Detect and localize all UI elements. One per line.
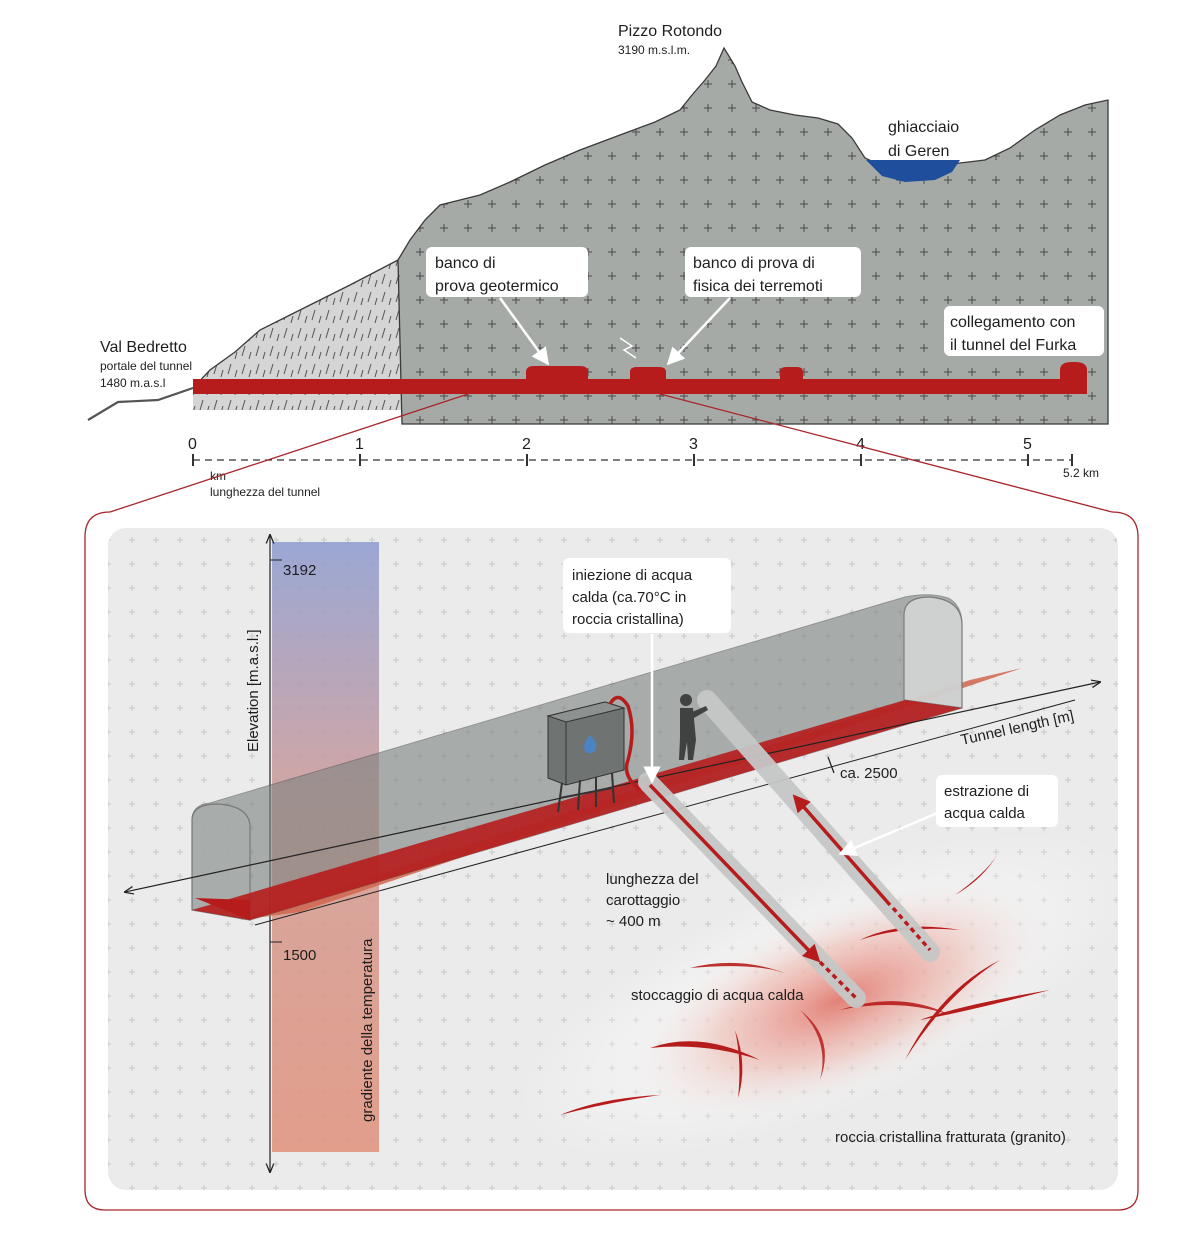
portal-label: portale del tunnel xyxy=(100,359,192,373)
glacier-label-1: ghiacciaio xyxy=(888,119,959,136)
mountain-profile xyxy=(87,46,1109,425)
detail-panel: iniezione di acqua calda (ca.70°C in roc… xyxy=(84,511,1139,1211)
tunnel-bar xyxy=(193,379,1087,394)
furka-label-2: il tunnel del Furka xyxy=(950,337,1076,354)
tick-1: 1 xyxy=(355,436,364,453)
storage-label: stoccaggio di acqua calda xyxy=(631,987,804,1004)
earthquake-label-2: fisica dei terremoti xyxy=(693,278,823,295)
geothermal-testbed-marker xyxy=(526,366,588,380)
drill-length-label-3: ~ 400 m xyxy=(606,913,661,930)
extraction-label-1: estrazione di xyxy=(944,783,1029,800)
profile-callouts xyxy=(426,247,1104,366)
tunnel-length-axis: 0 1 2 3 4 5 5.2 km km lunghezza del tunn… xyxy=(188,436,1099,499)
tunnel-mark-label: ca. 2500 xyxy=(840,765,898,782)
water-drop-icon xyxy=(584,735,597,754)
zoom-connector xyxy=(109,393,1113,513)
axis-label: lunghezza del tunnel xyxy=(210,485,320,499)
axis-end-label: 5.2 km xyxy=(1063,466,1099,480)
injection-label-1: iniezione di acqua xyxy=(572,567,693,584)
geothermal-label-2: prova geotermico xyxy=(435,278,559,295)
extraction-label-2: acqua calda xyxy=(944,805,1026,822)
tick-5: 5 xyxy=(1023,436,1032,453)
heat-storage-zone xyxy=(623,876,1057,1124)
tick-2: 2 xyxy=(522,436,531,453)
drill-length-label-1: lunghezza del xyxy=(606,871,699,888)
valley-name: Val Bedretto xyxy=(100,339,187,356)
glacier-label-2: di Geren xyxy=(888,143,949,160)
elevation-top: 3192 xyxy=(283,562,316,579)
tunnel-portal-back xyxy=(903,596,963,709)
profile-labels: Pizzo Rotondo 3190 m.s.l.m. ghiacciaio d… xyxy=(100,23,1076,390)
drill-length-label-2: carottaggio xyxy=(606,892,680,909)
elevation-bottom: 1500 xyxy=(283,947,316,964)
temperature-gradient-label: gradiente della temperatura xyxy=(359,938,376,1122)
injection-label-2: calda (ca.70°C in xyxy=(572,589,686,606)
worker-figure xyxy=(679,694,708,760)
peak-name: Pizzo Rotondo xyxy=(618,23,722,40)
fault-symbol xyxy=(619,337,637,359)
geothermal-label-1: banco di xyxy=(435,255,496,272)
furka-connection-marker xyxy=(1060,362,1087,380)
water-tank xyxy=(546,695,642,813)
furka-label-1: collegamento con xyxy=(950,314,1075,331)
detail-frame xyxy=(84,511,1139,1211)
injection-label-3: roccia cristallina) xyxy=(572,611,684,628)
earthquake-label-1: banco di prova di xyxy=(693,255,815,272)
tick-0: 0 xyxy=(188,436,197,453)
tick-4: 4 xyxy=(856,436,865,453)
glacier xyxy=(866,160,960,182)
tick-3: 3 xyxy=(689,436,698,453)
valley-floor xyxy=(87,386,194,421)
tunnel-profile xyxy=(193,337,1087,394)
rock-label: roccia cristallina fratturata (granito) xyxy=(835,1129,1066,1146)
niche-marker xyxy=(780,367,803,380)
earthquake-testbed-marker xyxy=(630,367,666,380)
portal-elevation: 1480 m.a.s.l xyxy=(100,376,165,390)
elevation-axis-label: Elevation [m.a.s.l.] xyxy=(245,629,262,752)
peak-elevation: 3190 m.s.l.m. xyxy=(618,43,690,57)
